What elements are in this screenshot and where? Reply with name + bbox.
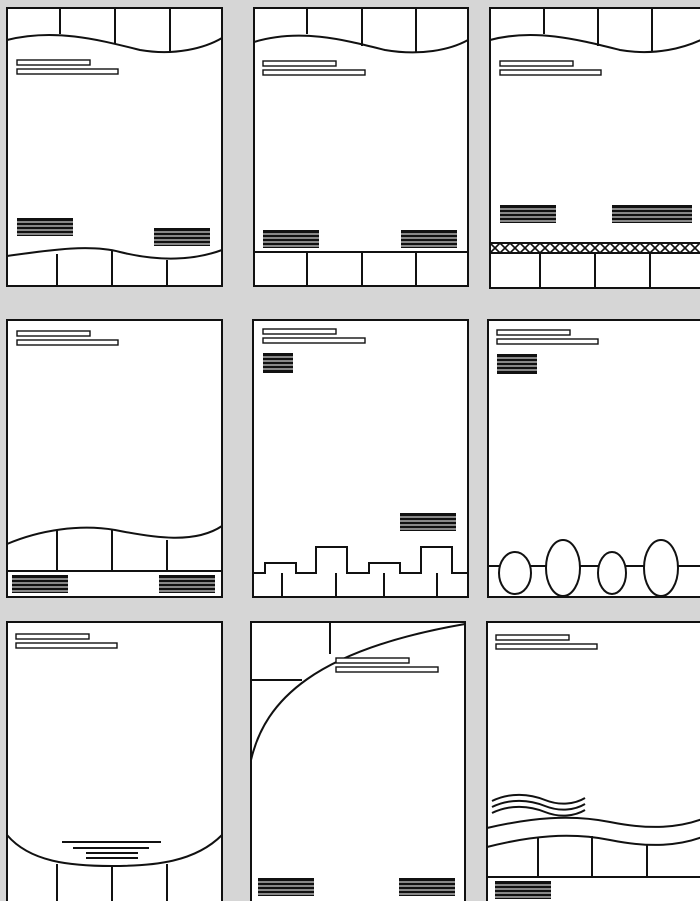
layout-panel-8 [251,622,465,901]
layout-panel-5 [253,320,468,597]
layout-panel-9 [487,622,700,901]
text-block-right [612,205,692,223]
text-block-right [401,230,457,248]
text-block-left [495,881,551,899]
text-block-top [497,354,537,374]
text-block-left [258,878,314,896]
layout-panel-4 [7,320,222,597]
text-block-right [159,575,215,593]
text-block-right [154,228,210,246]
text-block-left [12,575,68,593]
layout-panel-6 [488,320,700,597]
text-block-top [263,353,293,373]
text-block-right [399,878,455,896]
layout-panel-2 [254,8,468,286]
text-block-left [263,230,319,248]
layout-panel-7 [7,622,222,901]
text-block-left [17,218,73,236]
layout-panel-3 [490,8,700,288]
text-block-left [500,205,556,223]
text-block-right [400,513,456,531]
layout-panel-1 [7,8,222,286]
